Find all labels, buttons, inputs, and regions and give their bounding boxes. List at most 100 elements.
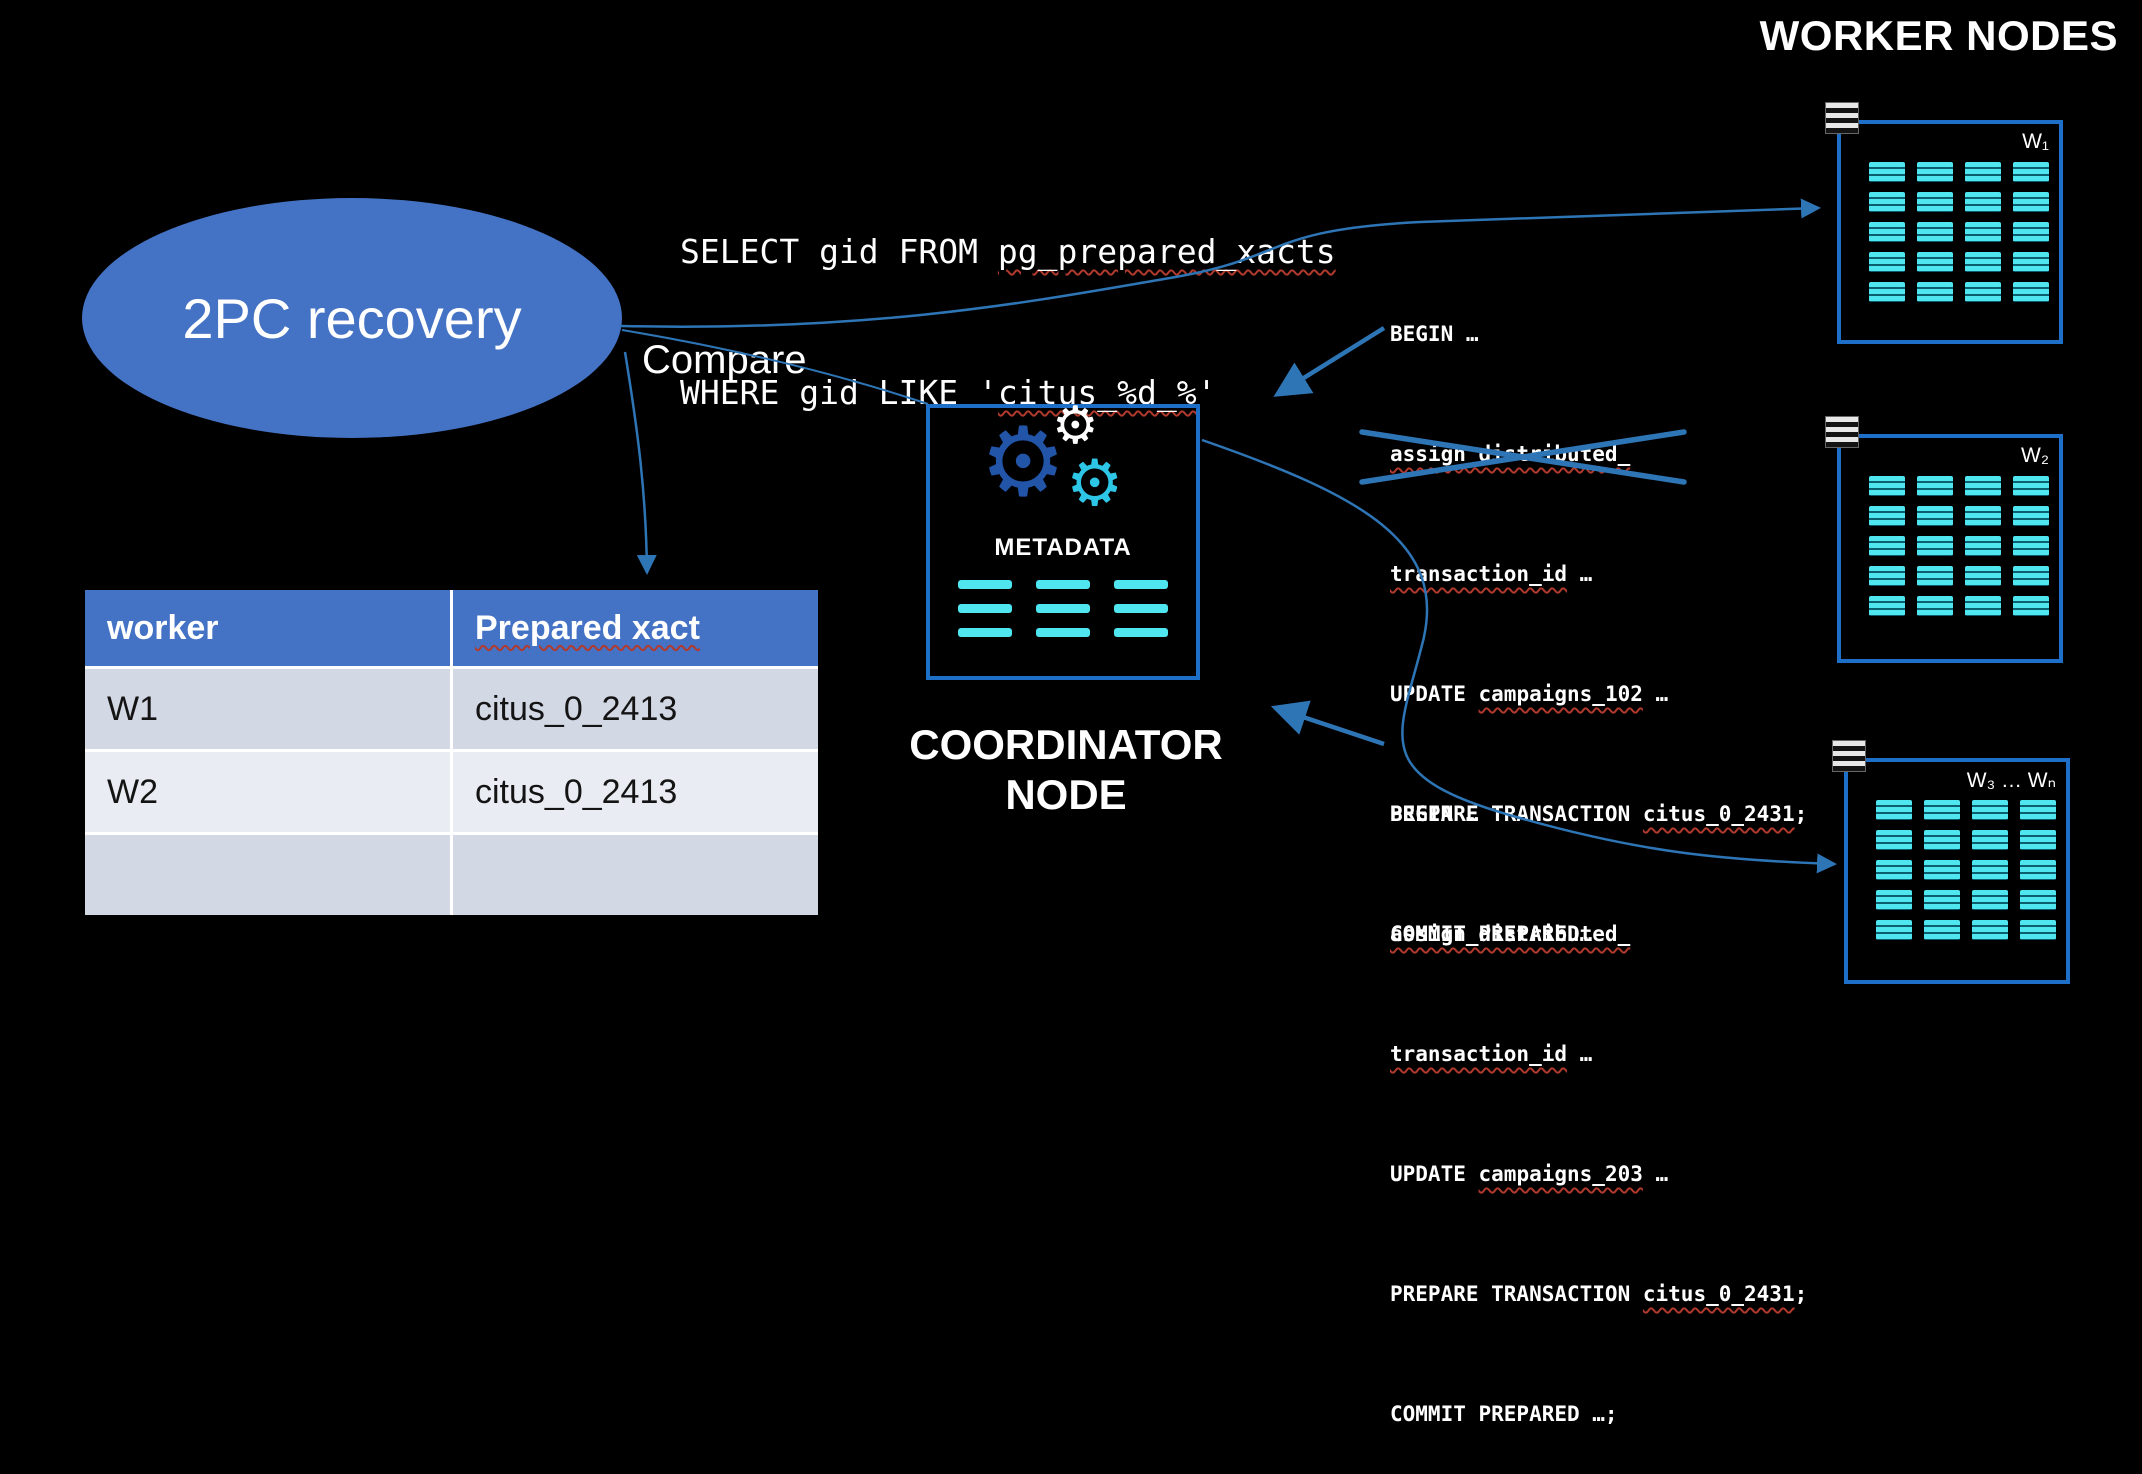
shard-icon [1917,476,1953,496]
shard-icon [2013,566,2049,586]
shard-icon [1965,192,2001,212]
shard-icon [1965,252,2001,272]
table-cell-xact: citus_0_2413 [453,752,818,832]
worker-node-box-2: W₂ [1825,416,2063,663]
coordinator-node-title: COORDINATOR NODE [909,721,1223,818]
shard-icon [1972,860,2008,880]
metadata-bar-icon [1114,580,1168,589]
txn-line: BEGIN … [1390,802,1479,826]
metadata-bar-icon [958,628,1012,637]
shard-icon [1869,222,1905,242]
recovery-ellipse: 2PC recovery [82,198,622,438]
shard-icon [1876,860,1912,880]
txn-line: COMMIT PREPARED …; [1390,1402,1618,1426]
txn-line: transaction_id … [1390,1042,1593,1066]
compare-label: Compare [642,338,807,382]
shard-icon [1917,192,1953,212]
worker-nodes-title: WORKER NODES [1759,12,2118,59]
metadata-bar-icon [958,604,1012,613]
shard-icon [1869,596,1905,616]
shard-icon [1965,282,2001,302]
shard-icon [1972,830,2008,850]
shard-icon [1965,476,2001,496]
table-header-worker: worker [85,590,450,666]
table-cell-worker: W1 [85,669,450,749]
sql-line-1: SELECT gid FROM pg_prepared_xacts [680,232,1336,271]
shard-icon [1965,222,2001,242]
metadata-bar-icon [1036,580,1090,589]
shard-icon [1876,920,1912,940]
shard-icon [1917,252,1953,272]
worker-node-label: W₁ [2022,130,2049,153]
shard-icon [1924,860,1960,880]
shard-icon [1917,596,1953,616]
shard-icon [2020,860,2056,880]
metadata-bar-icon [1036,628,1090,637]
shard-icon [2013,192,2049,212]
arrow-txn2-to-coordinator [1270,700,1385,747]
shard-icon [1917,282,1953,302]
txn-line: PREPARE TRANSACTION citus_0_2431; [1390,1282,1808,1306]
shard-icon [1972,800,2008,820]
txn-line: assign_distributed_ [1390,922,1631,946]
shard-icon [2013,252,2049,272]
shard-icon [1972,890,2008,910]
worker-node-box-1: W₁ [1825,102,2063,344]
recovery-ellipse-label: 2PC recovery [182,286,522,350]
worker-node-label: W₃ … Wₙ [1966,769,2056,792]
shard-icon [1924,920,1960,940]
server-icon [1825,102,1859,134]
shard-icon [1869,566,1905,586]
shard-icon [1869,476,1905,496]
shard-icon [1965,506,2001,526]
shard-icon [1876,830,1912,850]
table-cell-xact [453,835,818,915]
shard-icon [1965,566,2001,586]
shard-icon [2013,506,2049,526]
shard-icon [2013,596,2049,616]
shard-icon [2013,162,2049,182]
shard-icon [1876,890,1912,910]
transaction-block-2: BEGIN … assign_distributed_ transaction_… [1390,714,1807,1474]
shard-icon [1924,830,1960,850]
table-cell-xact: citus_0_2413 [453,669,818,749]
worker-node-box-3: W₃ … Wₙ [1832,740,2070,984]
shard-icon [1917,566,1953,586]
shard-icon [1869,506,1905,526]
shard-grid [1876,800,2056,940]
shard-icon [2013,282,2049,302]
txn-line: assign_distributed_ [1390,442,1631,466]
shard-icon [1869,282,1905,302]
server-icon [1832,740,1866,772]
shard-icon [1972,920,2008,940]
table-cell-worker: W2 [85,752,450,832]
coordinator-node-box: METADATA [926,404,1200,680]
txn-line: UPDATE campaigns_102 … [1390,682,1669,706]
worker-node-label: W₂ [2021,444,2049,467]
metadata-label: METADATA [994,534,1132,561]
txn-line-commit-prepared: COMMIT PREPARED… [1390,922,1593,946]
shard-grid [1869,476,2049,616]
prepared-xact-table: worker Prepared xact W1 citus_0_2413 W2 … [85,590,818,915]
metadata-bar-icon [958,580,1012,589]
shard-icon [2013,222,2049,242]
shard-icon [1876,800,1912,820]
table-cell-worker [85,835,450,915]
txn-line: UPDATE campaigns_203 … [1390,1162,1669,1186]
table-header-prepared-xact: Prepared xact [453,590,818,666]
shard-icon [2020,830,2056,850]
metadata-bar-icon [1114,628,1168,637]
server-icon [1825,416,1859,448]
shard-icon [1965,536,2001,556]
arrow-ellipse-to-table [623,351,657,575]
gear-icon [1052,400,1099,452]
metadata-bar-icon [1114,604,1168,613]
shard-icon [1965,162,2001,182]
shard-icon [2020,800,2056,820]
shard-icon [2020,920,2056,940]
shard-icon [1869,192,1905,212]
shard-icon [1869,536,1905,556]
shard-icon [1917,162,1953,182]
txn-line: BEGIN … [1390,322,1479,346]
shard-icon [1917,536,1953,556]
